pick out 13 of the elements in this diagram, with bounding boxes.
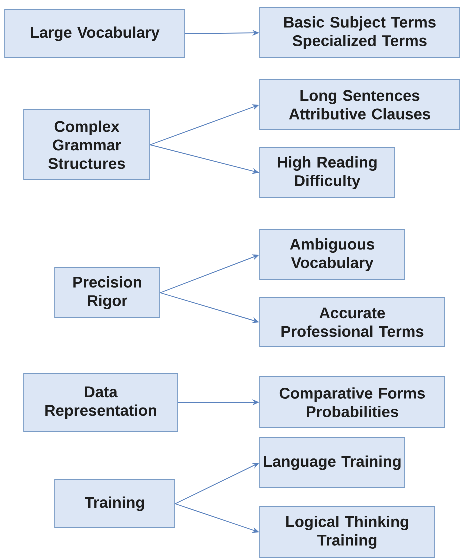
- process-box: Accurate Professional Terms: [260, 298, 446, 348]
- process-box: Comparative Forms Probabilities: [260, 376, 446, 428]
- process-box: High Reading Difficulty: [260, 148, 396, 198]
- process-box: Basic Subject Terms Specialized Terms: [260, 8, 460, 58]
- process-box: Complex Grammar Structures: [24, 110, 150, 180]
- process-box: Training: [54, 480, 176, 528]
- process-box: Long Sentences Attributive Clauses: [260, 80, 460, 130]
- process-box: Data Representation: [24, 374, 178, 432]
- process-box: Precision Rigor: [54, 268, 160, 318]
- process-box: Ambiguous Vocabulary: [260, 230, 406, 280]
- process-box: Logical Thinking Training: [260, 506, 436, 558]
- process-box: Language Training: [260, 438, 406, 488]
- process-box: Large Vocabulary: [4, 10, 186, 58]
